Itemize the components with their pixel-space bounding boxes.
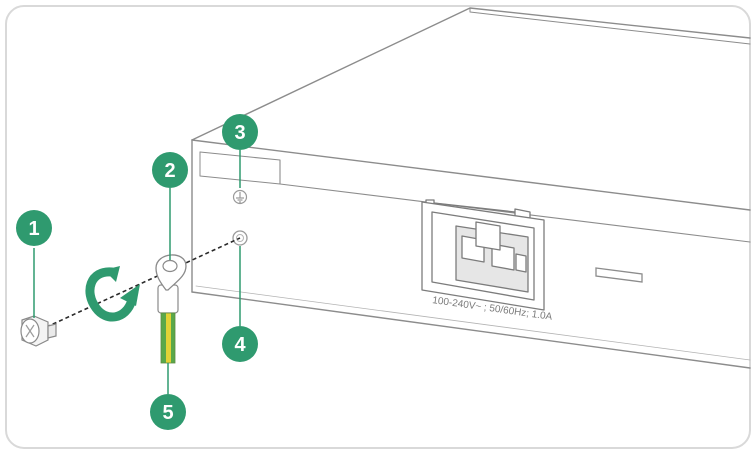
ground-symbol-icon — [232, 189, 248, 205]
callout-4: 4 — [222, 326, 258, 362]
callout-2: 2 — [152, 152, 188, 188]
diagram-frame — [5, 5, 751, 449]
callout-5: 5 — [150, 394, 186, 430]
chassis-bezel-notch — [199, 151, 281, 185]
callout-5-label: 5 — [162, 402, 173, 424]
alignment-dashed-line — [39, 237, 241, 331]
rotation-arrow-icon — [85, 266, 140, 322]
callout-leaders — [33, 150, 241, 394]
callout-1: 1 — [16, 210, 52, 246]
callout-3: 3 — [222, 114, 258, 150]
grounding-screw-icon — [20, 315, 57, 347]
grounding-cable — [157, 284, 179, 364]
power-socket-icon — [421, 199, 545, 311]
grounding-lug — [155, 254, 187, 291]
chassis-bottom-edge-inner — [195, 285, 751, 361]
callout-2-label: 2 — [164, 160, 175, 182]
callout-4-label: 4 — [234, 334, 246, 356]
callout-1-label: 1 — [28, 218, 39, 240]
chassis-top-front-edge — [191, 139, 751, 211]
chassis-bottom-edge — [191, 291, 751, 369]
chassis-slot — [595, 267, 643, 283]
callout-3-label: 3 — [234, 122, 245, 144]
chassis-top-edge-inner — [469, 7, 751, 45]
